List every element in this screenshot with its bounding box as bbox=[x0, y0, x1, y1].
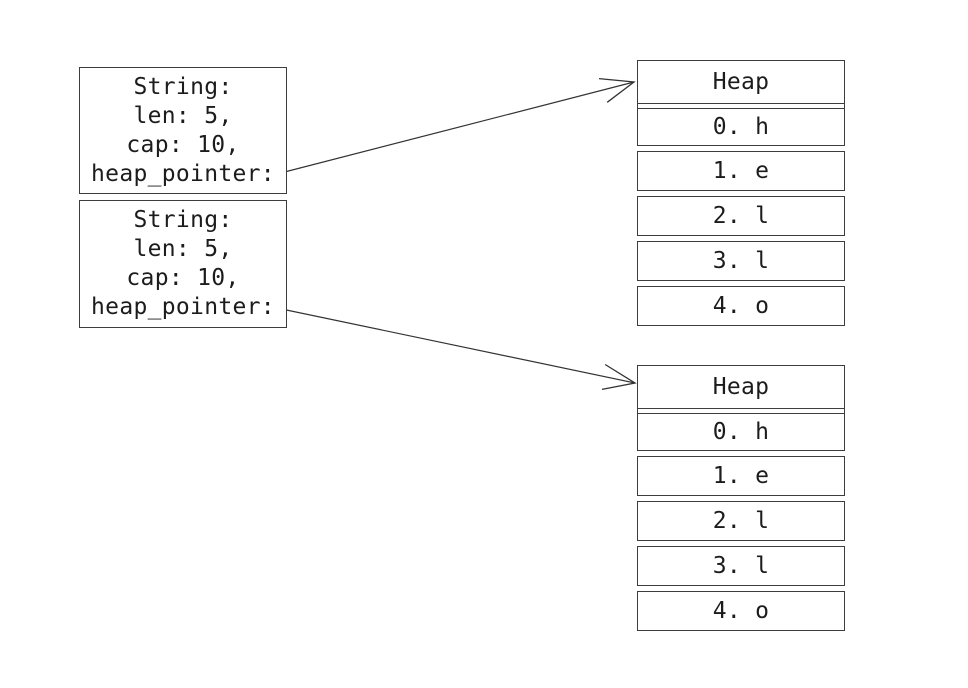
struct-field-cap: cap: 10, bbox=[126, 131, 240, 158]
struct-field-heap-pointer: heap_pointer: bbox=[91, 160, 275, 187]
heap-title: Heap bbox=[638, 366, 844, 409]
heap-cell-0: 0. h bbox=[638, 413, 844, 450]
struct-field-cap: cap: 10, bbox=[126, 265, 240, 291]
heap-pointer-arrow-2 bbox=[271, 306, 637, 391]
struct-name-label: String: bbox=[133, 73, 233, 100]
heap-header-block: Heap 0. h bbox=[637, 365, 845, 451]
string-struct-box-1: String: len: 5, cap: 10, heap_pointer: bbox=[79, 67, 287, 194]
struct-field-len: len: 5, bbox=[133, 102, 233, 129]
heap-cell-1: 1. e bbox=[637, 456, 845, 496]
heap-table-1: Heap 0. h 1. e 2. l 3. l 4. o bbox=[637, 60, 845, 326]
struct-field-heap-pointer: heap_pointer: bbox=[91, 294, 275, 320]
heap-header-block: Heap 0. h bbox=[637, 60, 845, 146]
struct-name-label: String: bbox=[133, 207, 233, 233]
heap-cell-2: 2. l bbox=[637, 196, 845, 236]
heap-title: Heap bbox=[638, 61, 844, 104]
heap-cell-4: 4. o bbox=[637, 286, 845, 326]
heap-cell-3: 3. l bbox=[637, 546, 845, 586]
heap-cell-1: 1. e bbox=[637, 151, 845, 191]
heap-cell-2: 2. l bbox=[637, 501, 845, 541]
heap-cell-0: 0. h bbox=[638, 108, 844, 145]
heap-pointer-arrow-1 bbox=[268, 77, 636, 177]
string-struct-box-2: String: len: 5, cap: 10, heap_pointer: bbox=[79, 200, 287, 328]
heap-cell-4: 4. o bbox=[637, 591, 845, 631]
heap-table-2: Heap 0. h 1. e 2. l 3. l 4. o bbox=[637, 365, 845, 631]
heap-cell-3: 3. l bbox=[637, 241, 845, 281]
struct-field-len: len: 5, bbox=[133, 236, 233, 262]
